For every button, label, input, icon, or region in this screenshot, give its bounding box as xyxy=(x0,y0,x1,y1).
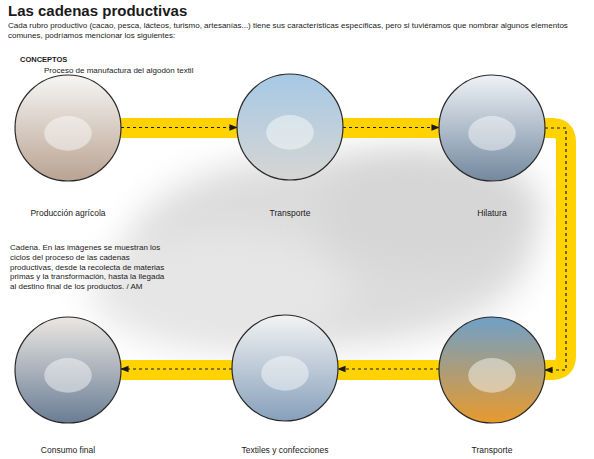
photo-circle xyxy=(14,316,122,424)
photo-circle-holder xyxy=(236,73,344,181)
photo-detail xyxy=(266,115,314,150)
caption-text: Cadena. En las imágenes se muestran los … xyxy=(10,243,166,292)
process-node: Consumo final xyxy=(3,316,133,455)
flow-arrow xyxy=(338,368,439,369)
photo-detail xyxy=(261,356,309,391)
node-label: Producción agrícola xyxy=(3,208,133,218)
circle-outline xyxy=(237,74,343,180)
flow-arrow xyxy=(545,128,566,370)
photo-circle-holder xyxy=(438,316,546,424)
process-node: Transporte xyxy=(427,316,557,455)
photo-circle-holder xyxy=(438,74,546,182)
process-node: Hilatura xyxy=(427,74,557,218)
photo-circle xyxy=(231,314,339,422)
flow-arrow xyxy=(121,368,232,369)
circle-outline xyxy=(439,317,545,423)
section-heading: CONCEPTOS xyxy=(20,55,140,64)
photo-detail xyxy=(468,358,516,393)
photo-circle xyxy=(438,74,546,182)
photo-circle xyxy=(14,74,122,182)
photo-circle xyxy=(438,316,546,424)
circle-outline xyxy=(15,317,121,423)
photo-circle-holder xyxy=(14,74,122,182)
diagram-title: Las cadenas productivas xyxy=(8,2,187,19)
node-label: Hilatura xyxy=(427,208,557,218)
note-text: Proceso de manufactura del algodón texti… xyxy=(44,66,304,76)
note-text: Cada rubro productivo (cacao, pesca, lác… xyxy=(8,21,578,41)
photo-circle-holder xyxy=(231,314,339,422)
circle-outline xyxy=(439,75,545,181)
node-label: Textiles y confecciones xyxy=(220,445,350,455)
circle-outline xyxy=(232,315,338,421)
photo-detail xyxy=(468,116,516,151)
node-label: Consumo final xyxy=(3,445,133,455)
photo-detail xyxy=(44,358,92,393)
flow-arrow xyxy=(343,127,439,128)
photo-detail xyxy=(44,116,92,151)
photo-circle xyxy=(236,73,344,181)
process-node: Textiles y confecciones xyxy=(220,314,350,455)
node-label: Transporte xyxy=(225,208,355,218)
flow-arrow xyxy=(121,127,237,128)
photo-circle-holder xyxy=(14,316,122,424)
process-node: Producción agrícola xyxy=(3,74,133,218)
circle-outline xyxy=(15,75,121,181)
node-label: Transporte xyxy=(427,445,557,455)
process-node: Transporte xyxy=(225,73,355,218)
